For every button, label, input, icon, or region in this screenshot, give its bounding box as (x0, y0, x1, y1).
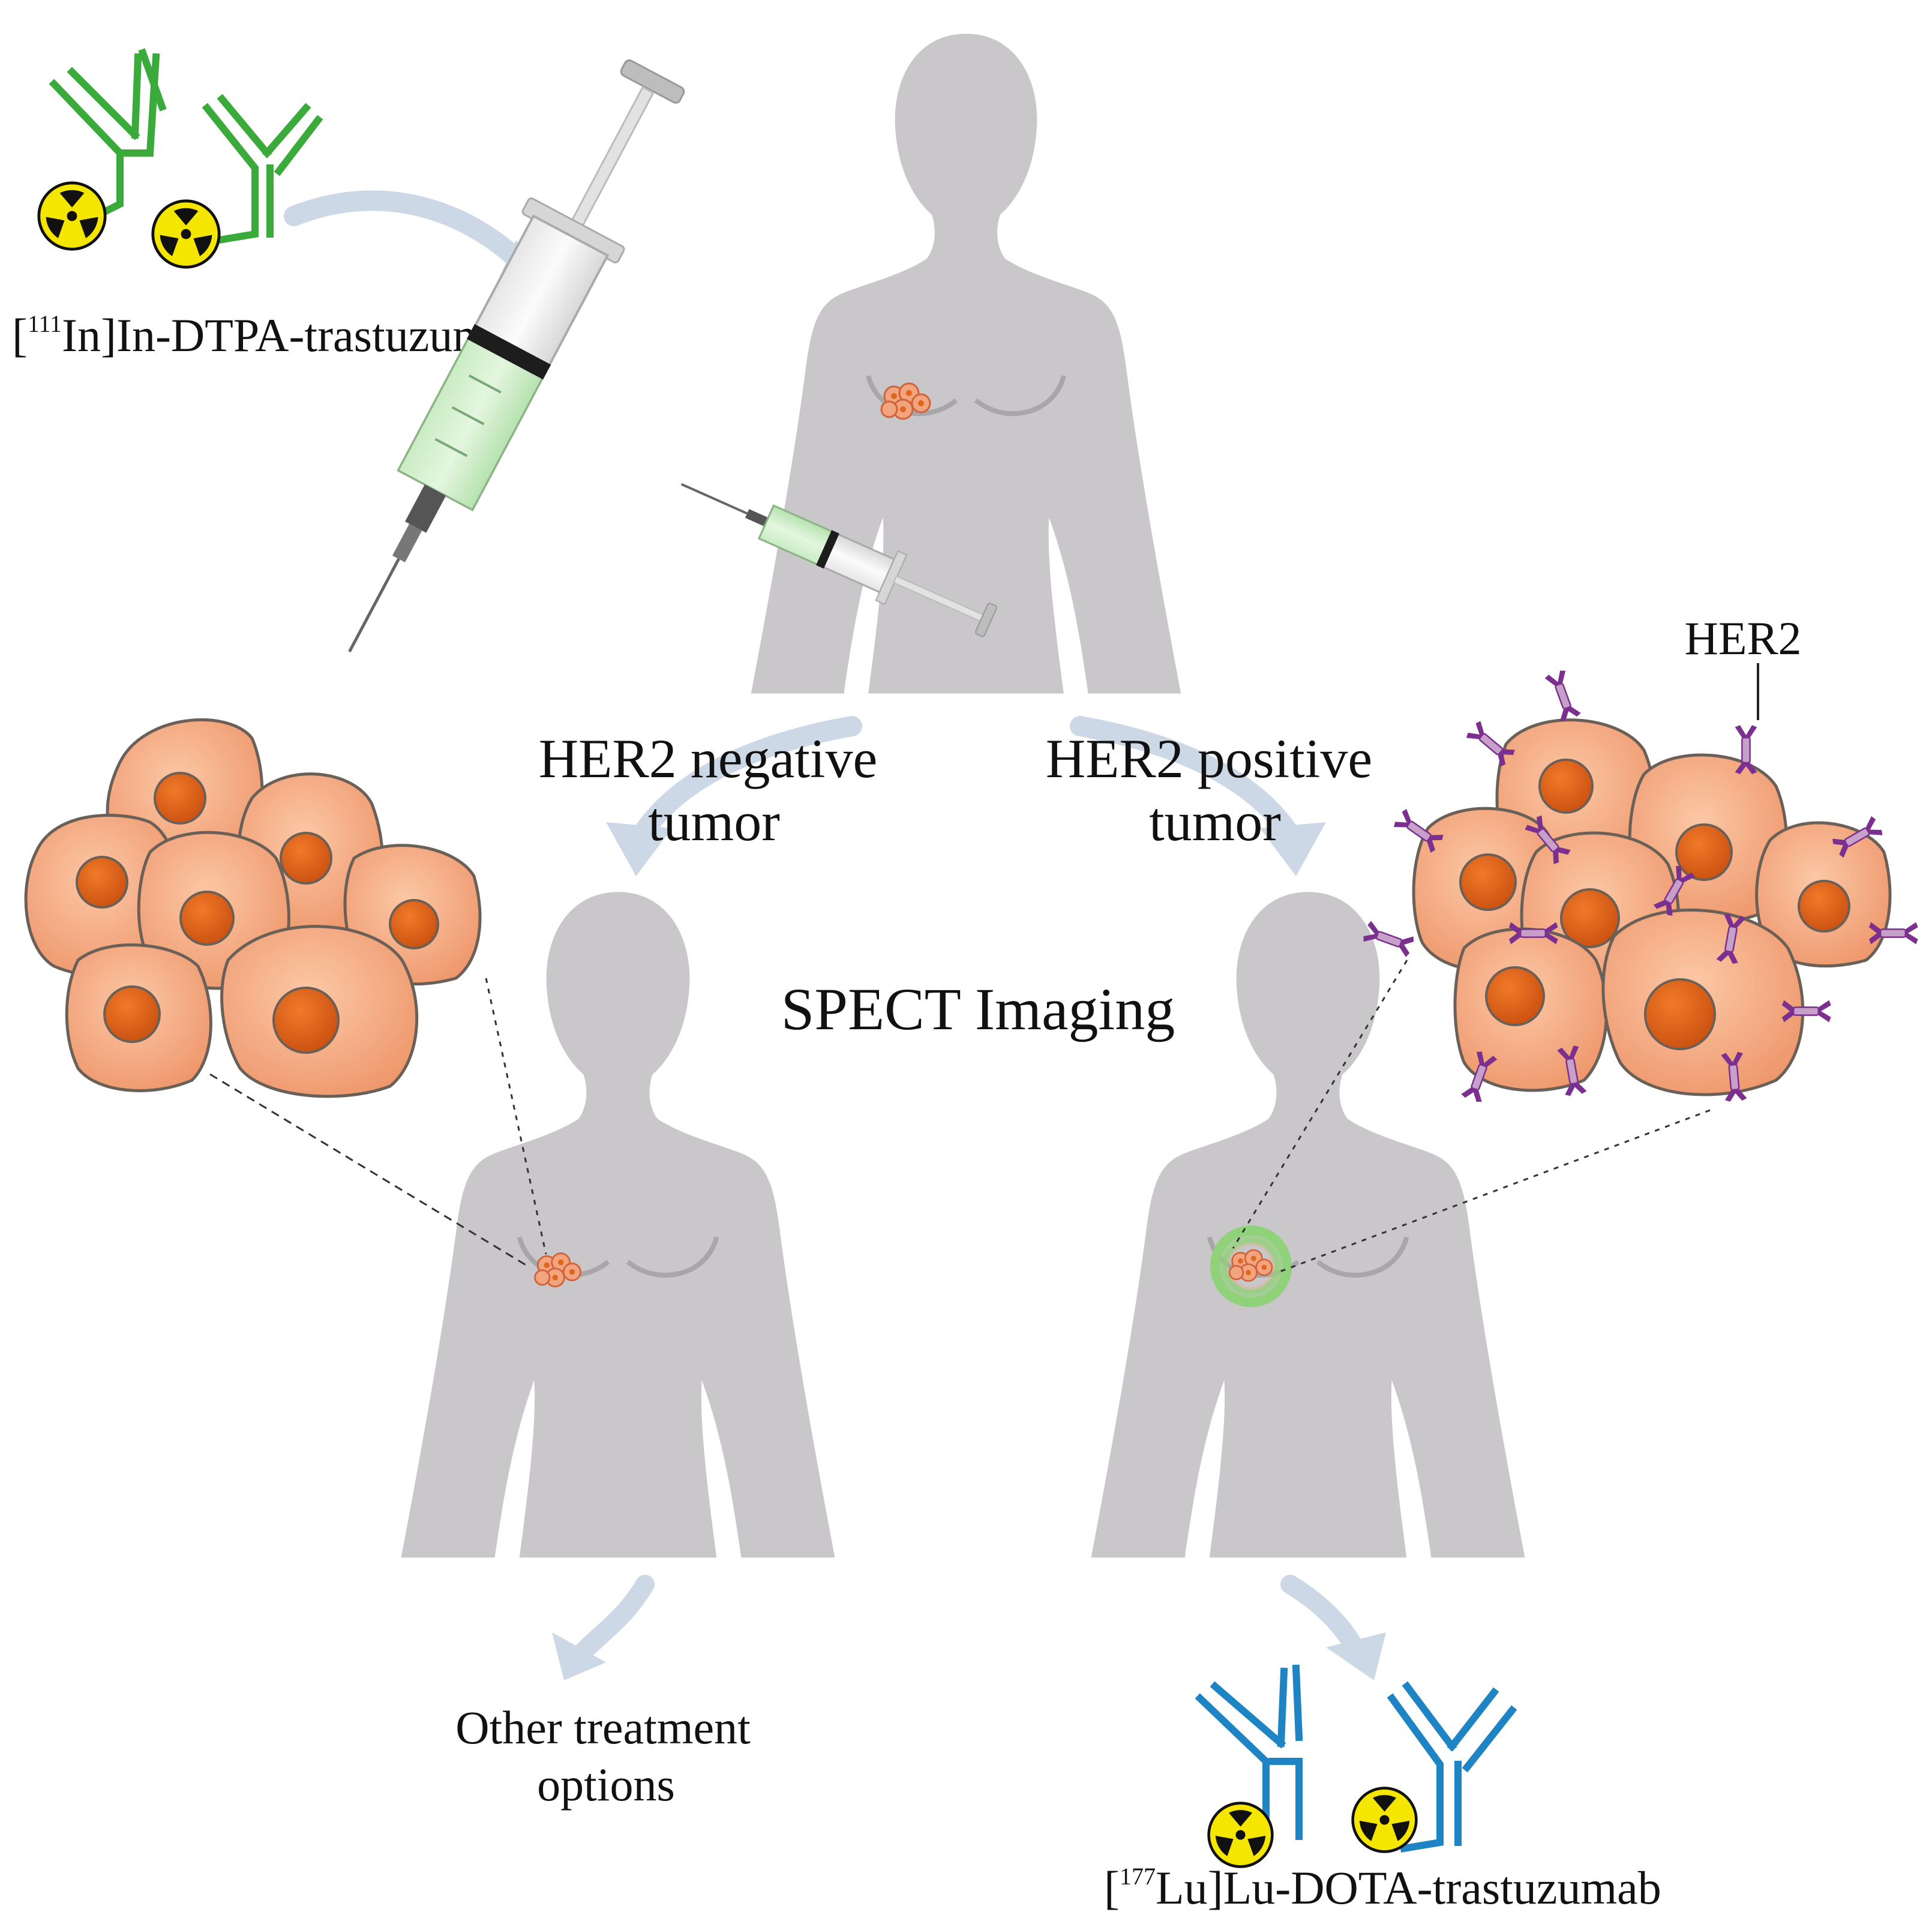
flow-arrow (632, 716, 862, 844)
patient-silhouette-top (751, 34, 1181, 693)
her2-negative-label: HER2 negative (539, 728, 878, 789)
flow-arrow-head (606, 822, 672, 876)
zoom-leader-line (485, 978, 547, 1255)
radiation-trefoil-icon (39, 183, 105, 249)
syringe-icon (348, 59, 685, 653)
y-shaped-antibody-icon (202, 94, 323, 244)
her2-negative-label-line2: tumor (648, 791, 780, 852)
her2-receptor-label: HER2 (1685, 612, 1802, 664)
flow-arrow (569, 1575, 655, 1666)
y-shaped-antibody-icon (1387, 1681, 1517, 1853)
therapy-label: [177Lu]Lu-DOTA-trastuzumab (1104, 1862, 1661, 1912)
her2-receptor-icon (1543, 668, 1583, 724)
flow-arrow-head (1326, 1632, 1386, 1680)
y-shaped-antibody-icon (49, 48, 167, 221)
radiation-trefoil-icon (1209, 1803, 1273, 1867)
imaging-antibody-group (39, 48, 323, 267)
her2-positive-cell-cluster (1412, 718, 1892, 1096)
flow-arrow (1070, 716, 1300, 844)
flow-arrow (284, 190, 544, 286)
spect-imaging-label: SPECT Imaging (781, 976, 1175, 1042)
flow-arrow (1280, 1575, 1366, 1660)
radiation-trefoil-icon (153, 201, 219, 267)
patient-silhouette-negative (401, 892, 835, 1557)
her2-positive-label-line2: tumor (1149, 791, 1281, 852)
radiation-trefoil-icon (1353, 1788, 1417, 1852)
tracer-label: [111In]In-DTPA-trastuzumab (12, 309, 533, 361)
zoom-leader-line (1232, 960, 1408, 1249)
her2-negative-cell-cluster (24, 718, 482, 1098)
therapy-antibody-group (1195, 1664, 1517, 1867)
zoom-leader-line (209, 1073, 529, 1267)
other-treatment-label-line2: options (537, 1758, 675, 1811)
zoom-leader-line (1277, 1109, 1711, 1273)
flow-arrow-head (1260, 822, 1326, 876)
flow-arrow-head (552, 1632, 606, 1680)
other-treatment-label: Other treatment (455, 1701, 751, 1754)
syringe-icon (680, 483, 997, 637)
her2-positive-label: HER2 positive (1046, 728, 1372, 789)
